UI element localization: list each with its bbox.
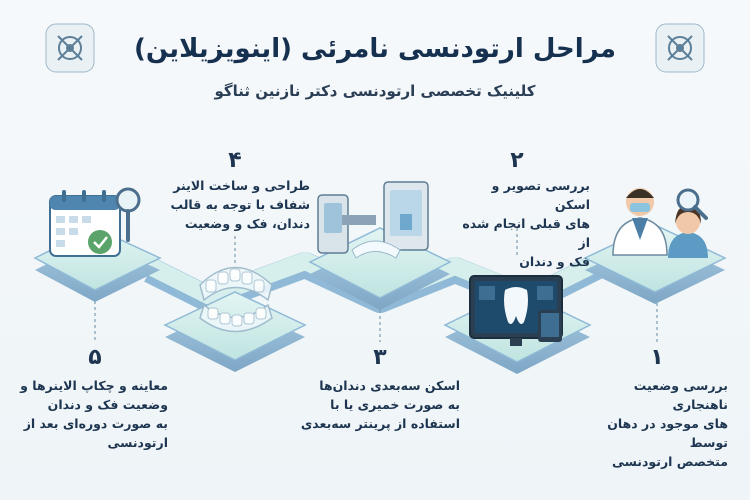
step-2-number: ۲ [510,148,524,173]
step-4-text: طراحی و ساخت الاینر شفاف با توجه به قالب… [170,178,311,231]
step-4-number: ۴ [228,148,242,173]
step-2-text: بررسی تصویر و اسکن های قبلی انجام شده از… [462,178,590,269]
calendar-check-icon [49,187,141,257]
3d-printer-icon [317,181,429,259]
step-1-text: بررسی وضعیت ناهنجاری های موجود در دهان ت… [607,378,728,469]
clinic-logo-right-icon [655,23,705,73]
page-title: مراحل ارتودنسی نامرئی (اینویزیلاین) [134,34,616,64]
step-3-text: اسکن سه‌بعدی دندان‌ها به صورت خمیری یا ب… [300,378,460,431]
step-5-number: ۵ [88,345,102,370]
step-3-number: ۳ [373,345,387,370]
step-5-text: معاینه و چکاپ الاینرها و وضعیت فک و دندا… [20,378,168,450]
monitor-tooth-scan-icon [469,275,563,346]
clinic-logo-left-icon [45,23,95,73]
step-1-number: ۱ [650,345,664,370]
page-subtitle: کلینیک تخصصی ارتودنسی دکتر نازنین ثناگو [214,82,536,100]
leader-lines [94,228,658,345]
doctor-patient-icon [612,188,708,258]
clear-aligner-icon [199,266,273,333]
